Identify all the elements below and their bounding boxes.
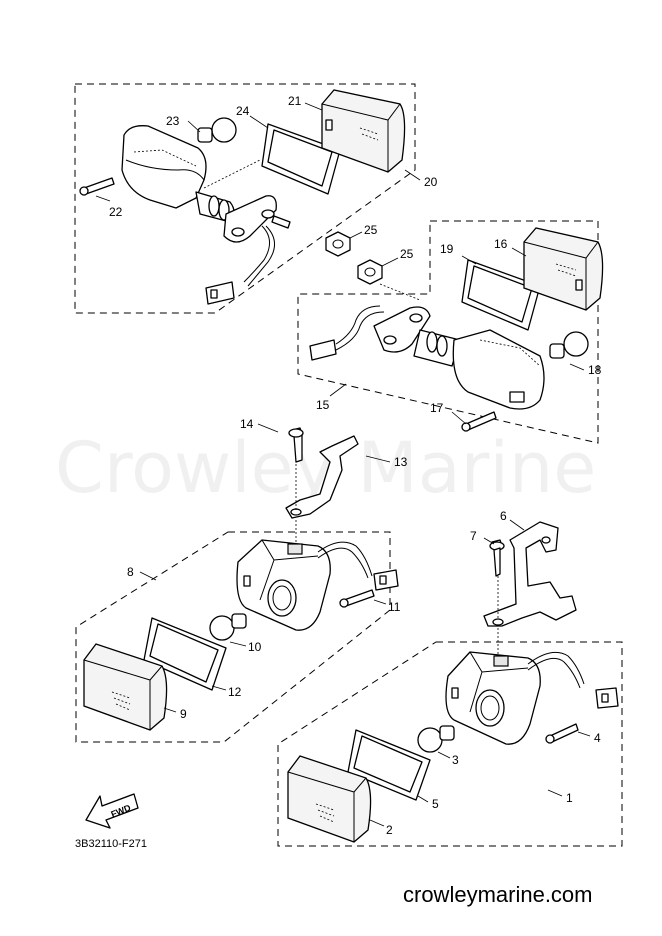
housing-20 <box>121 125 207 209</box>
callout-19: 19 <box>440 242 454 256</box>
callout-12: 12 <box>228 685 242 699</box>
bracket-6 <box>483 521 577 627</box>
callout-18: 18 <box>588 363 602 377</box>
bulb-18 <box>563 331 589 357</box>
callout-25-upper: 25 <box>364 223 378 237</box>
callout-11: 11 <box>388 600 401 614</box>
assembly-8-front-left-signal: 8 10 11 12 9 <box>75 531 401 743</box>
nut-25-lower <box>357 259 383 285</box>
housing-15 <box>452 329 545 410</box>
connector-20 <box>205 281 235 305</box>
connector-15 <box>309 339 337 361</box>
callout-16: 16 <box>494 237 508 251</box>
callout-20: 20 <box>424 175 438 189</box>
callout-2: 2 <box>386 823 393 837</box>
callout-6: 6 <box>500 509 507 523</box>
callout-14: 14 <box>240 417 254 431</box>
bracket-13 <box>285 435 359 519</box>
fwd-arrow-icon: FWD <box>85 793 139 829</box>
bracket-6-assembly: 7 6 <box>470 509 577 658</box>
callout-8: 8 <box>127 565 134 579</box>
assembly-20-rear-left-signal: 22 23 24 21 20 <box>74 83 438 314</box>
bulb-3 <box>417 727 443 753</box>
callout-9: 9 <box>180 707 187 721</box>
callout-22: 22 <box>109 205 123 219</box>
drawing-code: 3B32110-F271 <box>75 838 147 850</box>
callout-23: 23 <box>166 114 180 128</box>
group-8-outline <box>75 531 391 743</box>
callout-4: 4 <box>594 731 601 745</box>
callout-17: 17 <box>430 401 444 415</box>
callout-24: 24 <box>236 104 250 118</box>
callout-3: 3 <box>452 753 459 767</box>
callout-13: 13 <box>394 455 408 469</box>
callout-1: 1 <box>566 791 573 805</box>
callout-15: 15 <box>316 398 330 412</box>
assembly-1-front-right-signal: 4 3 5 2 1 <box>277 641 623 847</box>
nut-25-upper <box>325 231 351 257</box>
group-15-outline <box>297 220 599 444</box>
nuts-25: 25 25 <box>325 223 421 301</box>
group-1-outline <box>277 641 623 847</box>
bulb-10 <box>209 615 235 641</box>
bracket-13-assembly: 14 13 <box>240 417 408 546</box>
assembly-15-rear-right-signal: 19 16 18 17 15 <box>297 220 604 444</box>
footer-site: crowleymarine.com <box>403 882 593 907</box>
screw-14 <box>293 433 303 463</box>
callout-5: 5 <box>432 797 439 811</box>
callout-21: 21 <box>288 94 302 108</box>
callout-7: 7 <box>470 529 477 543</box>
callout-10: 10 <box>248 640 262 654</box>
callout-25-lower: 25 <box>400 247 414 261</box>
bulb-23 <box>211 117 237 143</box>
